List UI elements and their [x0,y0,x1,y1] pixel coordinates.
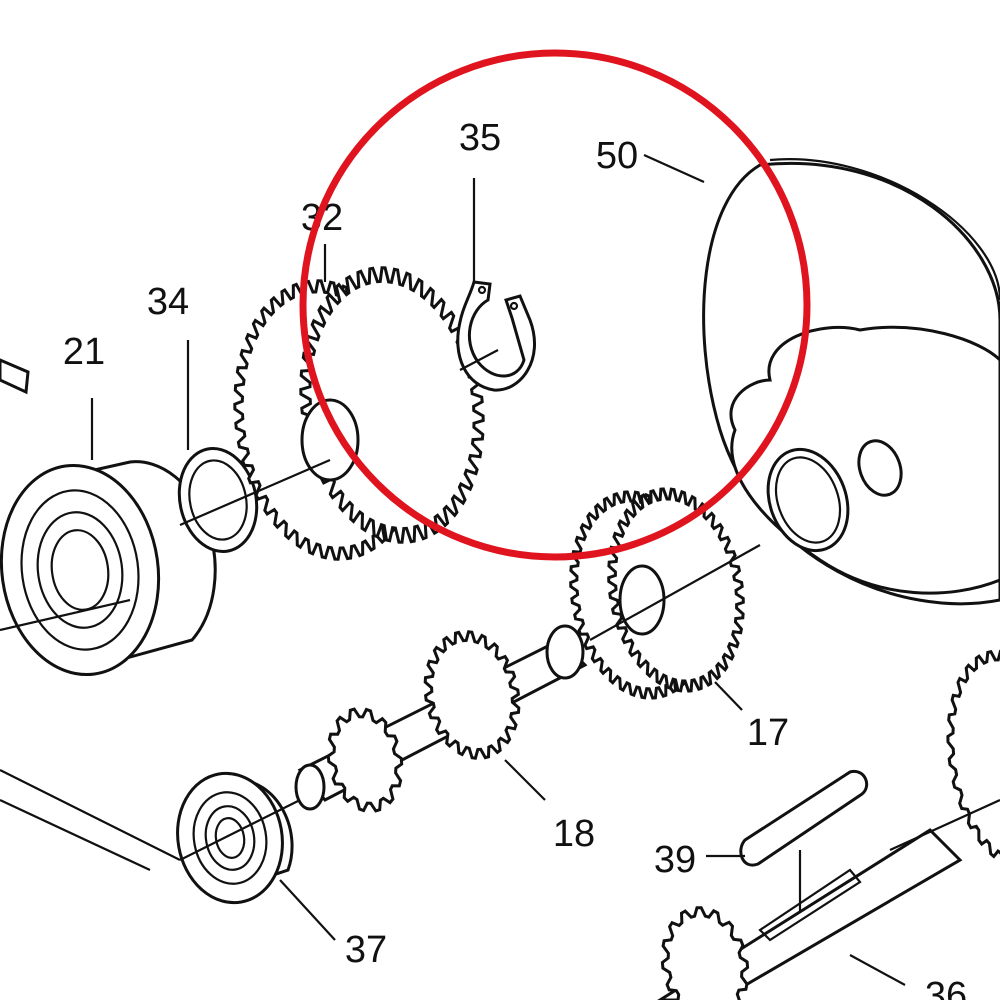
part-50-housing [702,158,1000,606]
axis-lines [0,349,1000,871]
part-37-bearing [176,771,294,905]
part-18-gear-shaft [294,624,588,813]
label-part-34: 34 [147,281,189,323]
part-36-shaft [657,649,1000,1000]
part-labels: 35 50 32 34 21 17 18 39 37 36 [63,117,967,1000]
label-part-18: 18 [553,813,595,855]
label-part-17: 17 [747,712,789,754]
label-part-36: 36 [925,975,967,1000]
part-21-bearing [0,358,217,677]
label-part-39: 39 [654,839,696,881]
part-17-gear [569,487,745,700]
label-part-21: 21 [63,331,105,373]
part-32-gear [233,266,485,561]
label-part-35: 35 [459,117,501,159]
highlight-circle [299,49,811,561]
label-part-37: 37 [345,929,387,971]
part-39-key [739,769,869,912]
part-35-snap-ring [456,280,536,392]
leader-lines [90,153,906,986]
label-part-50: 50 [596,135,638,177]
